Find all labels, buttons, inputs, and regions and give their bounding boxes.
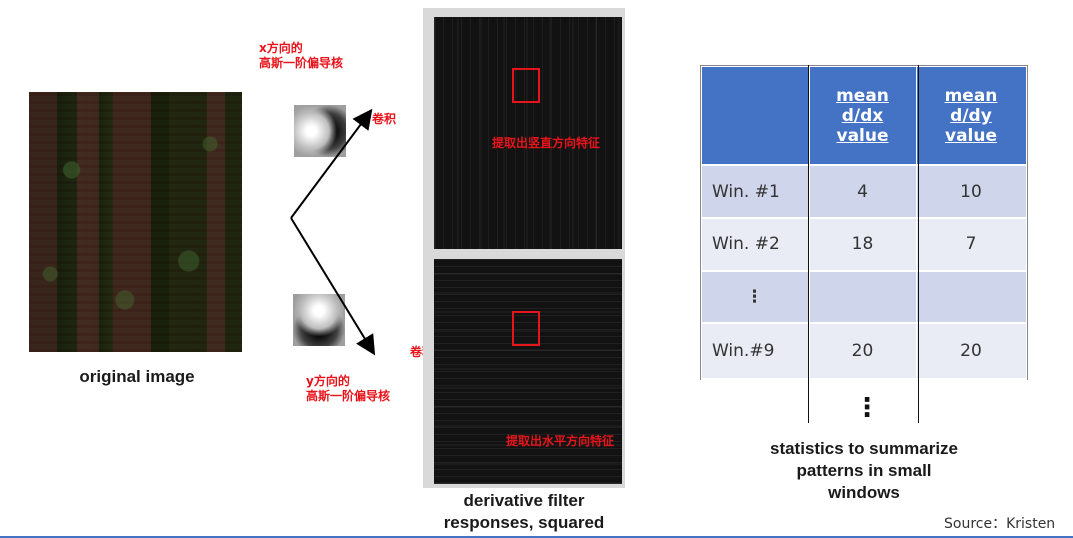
arrow-to-top-response	[290, 108, 373, 219]
header-mean-dx-line3: value	[836, 125, 889, 146]
original-image-caption-text: original image	[79, 367, 195, 386]
statistics-caption: statistics to summarize patterns in smal…	[724, 438, 1004, 504]
table-row: Win.#9 20 20	[702, 322, 1027, 378]
window-statistics-table: mean d/dx value mean d/dy value Win. #1 …	[702, 67, 1027, 378]
header-mean-dx-line1: mean	[836, 85, 889, 106]
x-gaussian-derivative-kernel	[294, 105, 346, 157]
table-border-top	[700, 65, 1028, 66]
cell-dy: 7	[916, 216, 1027, 271]
row-label: Win. #1	[702, 164, 810, 218]
arrow-to-bottom-response	[290, 217, 376, 356]
x-kernel-label: x方向的 高斯一阶偏导核	[259, 41, 343, 71]
x-kernel-label-line2: 高斯一阶偏导核	[259, 56, 344, 70]
y-kernel-label: y方向的 高斯一阶偏导核	[306, 374, 390, 404]
source-credit: Source：Kristen	[944, 516, 1056, 532]
original-image	[29, 92, 242, 352]
statistics-caption-line2: patterns in small	[796, 461, 932, 480]
horizontal-feature-annotation: 提取出水平方向特征	[506, 434, 615, 448]
table-row: ⋮	[702, 269, 1027, 324]
cell-dy	[916, 269, 1027, 324]
header-mean-dy-line3: value	[944, 125, 997, 146]
filter-responses-caption: derivative filter responses, squared	[414, 490, 634, 534]
y-kernel-label-line2: 高斯一阶偏导核	[306, 389, 391, 403]
cell-dx: 4	[809, 164, 917, 218]
table-divider-line-1	[808, 65, 809, 423]
cell-dx: 18	[809, 216, 917, 271]
cell-dx: 20	[809, 322, 917, 378]
header-mean-dy-line2: d/dy	[950, 105, 992, 126]
table-row: Win. #2 18 7	[702, 216, 1027, 271]
table-divider-line-2	[918, 65, 919, 423]
statistics-caption-line3: windows	[828, 483, 900, 502]
row-label: Win.#9	[702, 322, 810, 378]
statistics-caption-line1: statistics to summarize	[769, 439, 958, 458]
more-windows-ellipsis: ⋮	[854, 392, 880, 422]
header-mean-dx-line2: d/dx	[841, 105, 884, 126]
convolution-arrows	[290, 108, 376, 356]
y-gaussian-derivative-kernel	[293, 294, 345, 346]
filter-responses-panel	[423, 8, 625, 488]
cell-dy: 10	[916, 164, 1027, 218]
dy-window-highlight	[512, 311, 540, 346]
header-mean-dy-line1: mean	[944, 85, 998, 106]
row-label: Win. #2	[702, 216, 810, 271]
filter-responses-caption-line2: responses, squared	[443, 513, 605, 532]
filter-responses-caption-line1: derivative filter	[463, 491, 585, 510]
table-row: Win. #1 4 10	[702, 164, 1027, 218]
dx-response-image	[434, 17, 622, 249]
x-kernel-label-line1: x方向的	[259, 41, 303, 55]
header-mean-dy: mean d/dy value	[916, 67, 1027, 166]
cell-dx	[809, 269, 917, 324]
table-border-left	[700, 65, 701, 380]
table-header-row: mean d/dx value mean d/dy value	[702, 67, 1027, 166]
dx-window-highlight	[512, 68, 540, 103]
dy-response-image	[434, 259, 622, 484]
original-image-caption: original image	[52, 366, 222, 388]
bottom-accent-line	[0, 536, 1073, 538]
header-mean-dx: mean d/dx value	[809, 67, 917, 166]
y-kernel-label-line1: y方向的	[306, 374, 350, 388]
table-border-right	[1027, 65, 1028, 380]
vertical-feature-annotation: 提取出竖直方向特征	[492, 136, 601, 150]
header-empty	[702, 67, 810, 166]
row-label-ellipsis: ⋮	[702, 269, 810, 324]
cell-dy: 20	[916, 322, 1027, 378]
conv-label-top: 卷积	[372, 112, 397, 126]
